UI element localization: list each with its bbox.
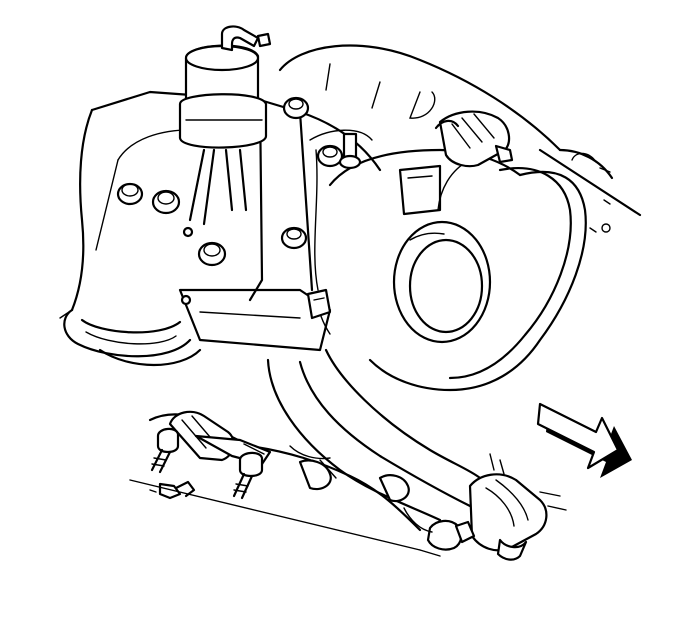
intake-elbow [59,308,202,366]
canister [178,25,272,226]
connector-with-studs [150,410,272,500]
stud-2 [232,451,264,500]
manifold-bolts [116,96,362,306]
bolt-3 [197,241,227,267]
ground-clip [149,480,196,500]
manifold-body [70,90,382,352]
hoses [266,288,482,522]
lower-fitting [426,453,567,561]
throttle-body [328,148,587,392]
bolt-2 [151,189,181,215]
bolt-5 [280,226,308,250]
sensor-connector [434,110,514,168]
stud-1 [150,427,180,474]
direction-arrow-icon [536,402,632,478]
bolt-6 [316,144,344,168]
bolt-1 [116,182,144,206]
sensor-stud [338,132,362,170]
engine-intake-manifold [278,44,642,233]
bolt-4 [282,96,310,120]
